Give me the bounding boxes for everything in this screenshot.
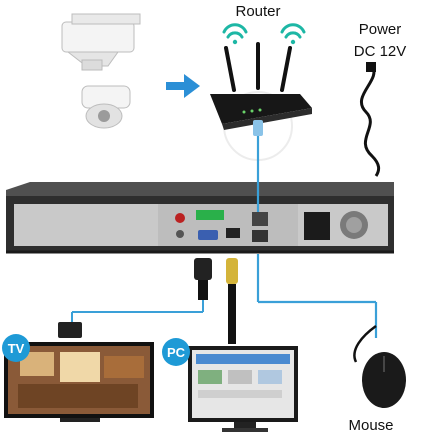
pc-badge: PC [162, 338, 190, 366]
wifi-icon [222, 23, 248, 45]
router [210, 42, 312, 161]
network-cable [256, 128, 378, 338]
pc-badge-label: PC [167, 345, 186, 360]
dome-camera [81, 85, 131, 129]
mouse-label: Mouse [348, 417, 393, 434]
power-spec-label: DC 12V [354, 43, 407, 60]
tv [4, 322, 154, 422]
router-label: Router [235, 3, 280, 20]
power-label: Power [359, 21, 402, 38]
bullet-camera [61, 13, 141, 71]
pc-monitor [188, 346, 298, 432]
tv-badge-label: TV [8, 341, 25, 356]
tv-badge: TV [2, 334, 30, 362]
arrow-right-icon [166, 74, 200, 98]
mouse [353, 324, 406, 408]
vga-cable [71, 300, 204, 326]
wifi-icon [280, 23, 306, 45]
power-adapter [359, 62, 381, 177]
connector-sticks [194, 120, 263, 344]
nvr-recorder [6, 182, 394, 254]
